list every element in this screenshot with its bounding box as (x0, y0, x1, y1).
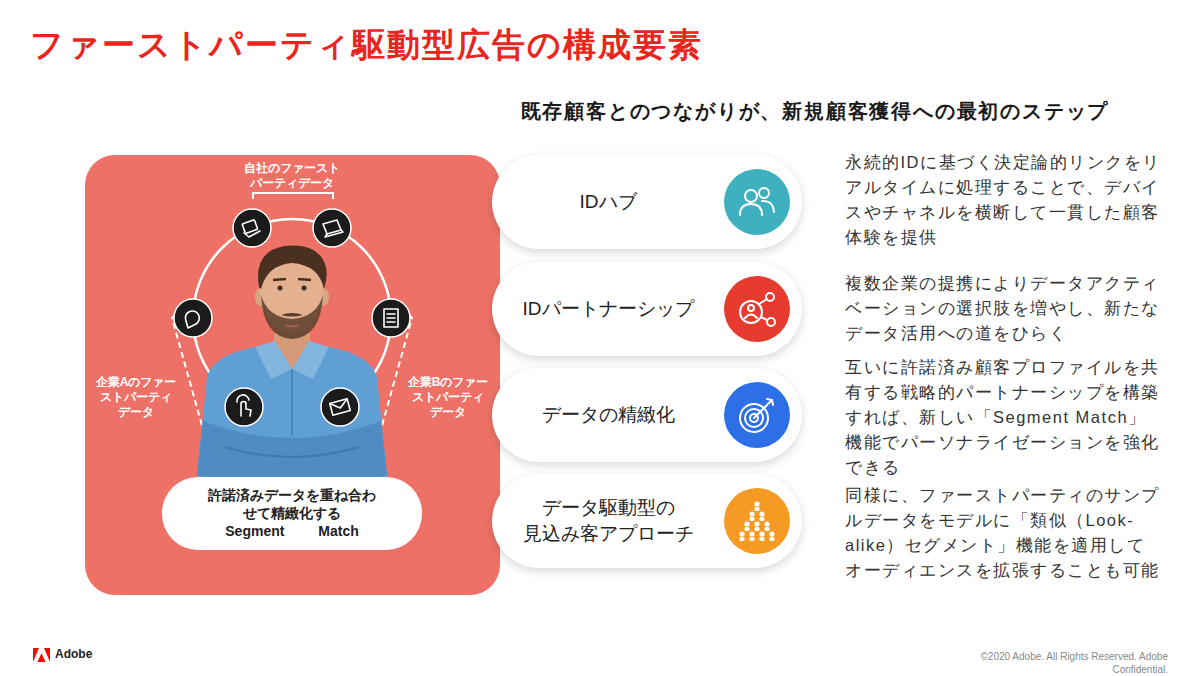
audience-icon (724, 488, 790, 554)
bracket-label: 自社のファースト パーティデータ (244, 161, 340, 191)
feature-pill: データの精緻化 (492, 368, 802, 462)
brand-name: Adobe (55, 647, 92, 663)
device-icon (313, 209, 351, 247)
pill-label: データの精緻化 (542, 402, 675, 428)
subtitle: 既存顧客とのつながりが、新規顧客獲得への最初のステップ (521, 98, 1110, 124)
chat-icon (174, 299, 212, 337)
touch-icon (225, 388, 263, 426)
feature-pill: IDハブ (492, 155, 802, 249)
pill-label: IDハブ (580, 189, 637, 215)
adobe-logo (33, 648, 50, 662)
logo-part (44, 648, 50, 662)
slide-title: ファーストパーティ駆動型広告の構成要素 (30, 24, 703, 67)
description: 同様に、ファーストパーティのサンプ ルデータをモデルに「類似（Look- ali… (845, 483, 1185, 583)
target-icon (724, 382, 790, 448)
person (195, 245, 389, 495)
copyright: ©2020 Adobe. All Rights Reserved. Adobe … (953, 650, 1168, 676)
description: 互いに許諾済み顧客プロファイルを共 有する戦略的パートナーシップを構築 すれば、… (845, 355, 1185, 480)
logo-part (33, 648, 39, 662)
payment-icon (233, 209, 271, 247)
box-text: 許諾済みデータを重ね合わ せて精緻化する Segment Match (208, 486, 376, 541)
bracket (253, 193, 333, 199)
mail-icon (321, 388, 359, 426)
pill-label: IDパートナーシップ (523, 296, 694, 322)
feature-pill: データ駆動型の 見込み客アプローチ (492, 474, 802, 568)
partnership-icon (724, 276, 790, 342)
segment-match-box: 許諾済みデータを重ね合わ せて精緻化する Segment Match (162, 477, 422, 550)
bracket-label: 企業Bのファー ストパーティ データ (408, 375, 489, 420)
data-panel: 自社のファースト パーティデータ企業Aのファー ストパーティ データ 企業Bのファ… (85, 155, 500, 595)
receipt-icon (372, 299, 410, 337)
bracket-label: 企業Aのファー ストパーティ データ (96, 375, 177, 420)
logo-part (38, 653, 46, 662)
description: 複数企業の提携によりデータアクティ ベーションの選択肢を増やし、新たな データ活… (845, 271, 1185, 346)
people-icon (724, 169, 790, 235)
feature-pill: IDパートナーシップ (492, 262, 802, 356)
description: 永続的IDに基づく決定論的リンクをリ アルタイムに処理することで、デバイ スやチ… (845, 150, 1185, 250)
pill-label: データ駆動型の 見込み客アプローチ (523, 495, 694, 546)
